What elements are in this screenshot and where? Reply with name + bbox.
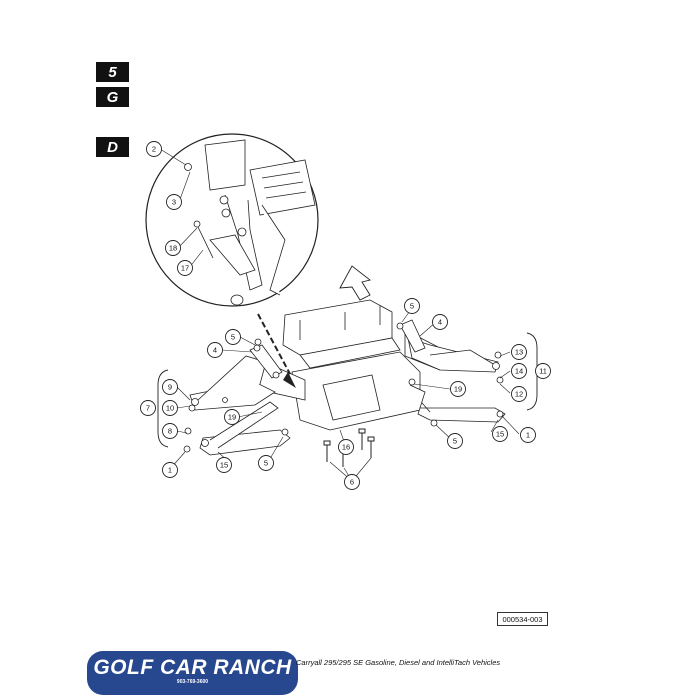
callout-2: 2 xyxy=(146,141,162,157)
svg-text:1: 1 xyxy=(168,466,172,475)
chassis-frame xyxy=(259,299,441,431)
svg-text:11: 11 xyxy=(539,367,547,376)
callout-12: 12 xyxy=(511,386,527,402)
right-lower-control-arm xyxy=(409,384,506,423)
callout-14: 14 xyxy=(511,363,527,379)
callout-17: 17 xyxy=(177,260,193,276)
svg-text:17: 17 xyxy=(181,264,189,273)
svg-text:7: 7 xyxy=(146,404,150,413)
callout-1a: 1 xyxy=(162,462,178,478)
svg-text:5: 5 xyxy=(453,437,457,446)
svg-text:14: 14 xyxy=(515,367,523,376)
svg-text:5: 5 xyxy=(231,333,235,342)
left-upper-control-arm xyxy=(189,355,276,411)
callout-19a: 19 xyxy=(224,409,240,425)
svg-text:5: 5 xyxy=(410,302,414,311)
svg-text:4: 4 xyxy=(438,318,442,327)
svg-text:8: 8 xyxy=(168,427,172,436)
detail-leader xyxy=(257,313,291,375)
svg-text:3: 3 xyxy=(172,198,176,207)
section-tab-5: 5 xyxy=(96,62,129,82)
callout-5a: 5 xyxy=(225,329,241,345)
left-lower-control-arm xyxy=(199,401,291,456)
svg-text:9: 9 xyxy=(168,383,172,392)
callout-5d: 5 xyxy=(447,433,463,449)
callout-4b: 4 xyxy=(432,314,448,330)
callout-18: 18 xyxy=(165,240,181,256)
callout-3: 3 xyxy=(166,194,182,210)
svg-text:13: 13 xyxy=(515,348,523,357)
callout-5b: 5 xyxy=(258,455,274,471)
section-tab-g: G xyxy=(96,87,129,107)
svg-text:2: 2 xyxy=(152,145,156,154)
callout-11: 11 xyxy=(535,363,551,379)
callout-15a: 15 xyxy=(216,457,232,473)
svg-text:10: 10 xyxy=(166,404,174,413)
svg-text:15: 15 xyxy=(496,430,504,439)
svg-text:15: 15 xyxy=(220,461,228,470)
svg-text:4: 4 xyxy=(213,346,217,355)
callout-4a: 4 xyxy=(207,342,223,358)
vehicle-caption: Carryall 295/295 SE Gasoline, Diesel and… xyxy=(296,658,501,667)
callout-9: 9 xyxy=(162,379,178,395)
leader-arrowhead-icon xyxy=(283,372,296,388)
nuts xyxy=(183,322,504,453)
right-upper-control-arm xyxy=(399,319,500,373)
callout-6: 6 xyxy=(344,474,360,490)
callout-15b: 15 xyxy=(492,426,508,442)
detail-view-parts xyxy=(184,139,316,306)
callout-10: 10 xyxy=(162,400,178,416)
section-tab-d: D xyxy=(96,137,129,157)
svg-text:1: 1 xyxy=(526,431,530,440)
golf-car-ranch-logo: GOLF CAR RANCH 903-769-3600 xyxy=(87,651,298,695)
figure-reference-number: 000534-003 xyxy=(497,612,548,626)
svg-text:5: 5 xyxy=(264,459,268,468)
callout-13: 13 xyxy=(511,344,527,360)
svg-text:12: 12 xyxy=(515,390,523,399)
callout-8: 8 xyxy=(162,423,178,439)
callout-7: 7 xyxy=(140,400,156,416)
svg-text:6: 6 xyxy=(350,478,354,487)
logo-brand: GOLF CAR RANCH xyxy=(93,656,292,679)
svg-text:16: 16 xyxy=(342,443,350,452)
left-strut xyxy=(249,344,283,379)
callout-1b: 1 xyxy=(520,427,536,443)
direction-arrow-icon xyxy=(339,265,372,301)
callout-5c: 5 xyxy=(404,298,420,314)
callout-16: 16 xyxy=(338,439,354,455)
svg-text:18: 18 xyxy=(169,244,177,253)
svg-text:19: 19 xyxy=(454,385,462,394)
callout-19b: 19 xyxy=(450,381,466,397)
svg-text:19: 19 xyxy=(228,413,236,422)
logo-phone: 903-769-3600 xyxy=(176,679,209,685)
